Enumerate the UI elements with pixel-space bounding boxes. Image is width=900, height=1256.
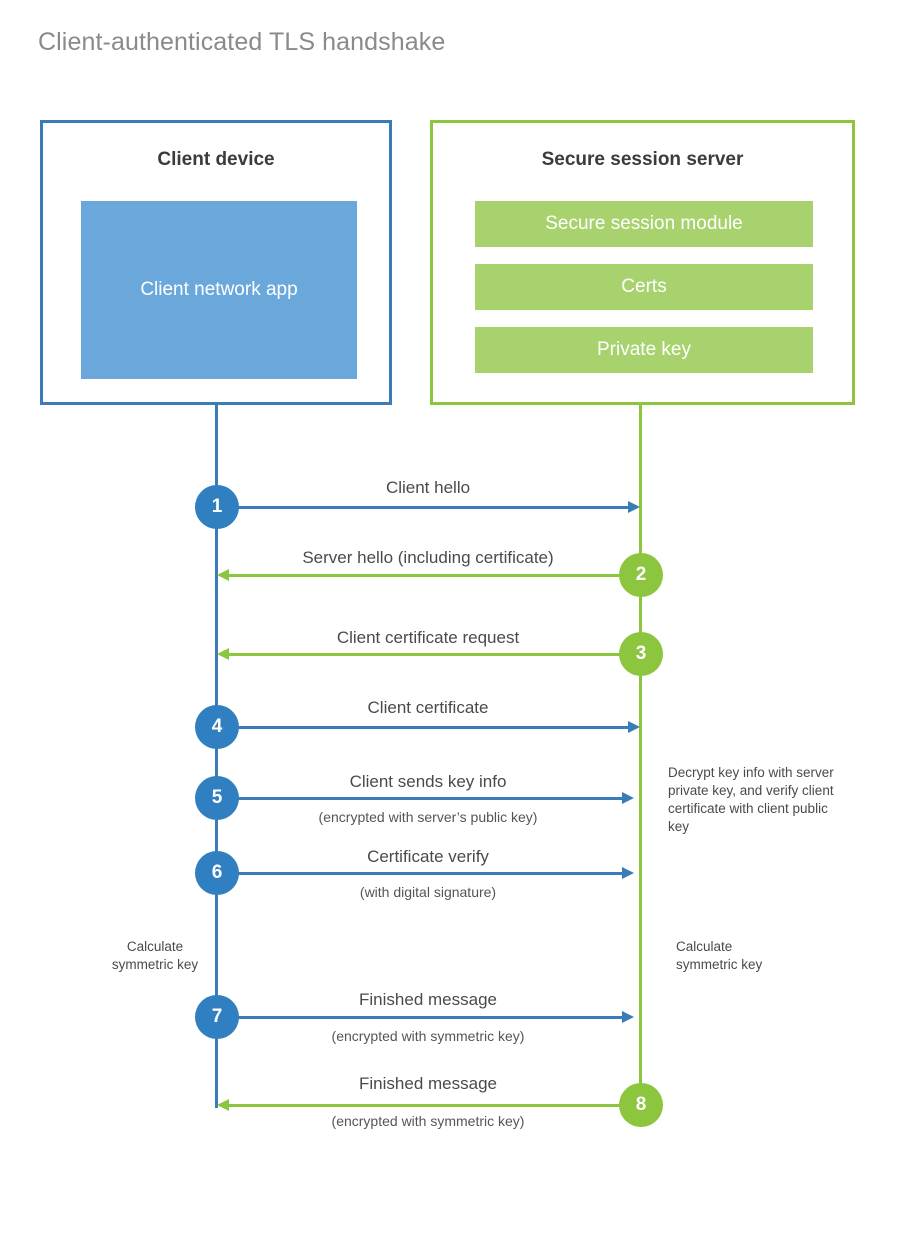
step-4-label: Client certificate (367, 698, 489, 717)
client-network-app-block: Client network app (81, 201, 357, 379)
step-1-label: Client hello (385, 478, 471, 497)
arrowhead-left-icon (217, 648, 229, 660)
client-device-title: Client device (157, 149, 275, 170)
step-2-arrow (217, 569, 629, 581)
arrowhead-left-icon (217, 569, 229, 581)
step-7-label: Finished message (359, 990, 497, 1009)
client-device-box: Client device Client network app (40, 120, 392, 405)
step-3-label: Client certificate request (336, 628, 520, 647)
secure-session-module-block: Secure session module (475, 201, 813, 247)
step-2-label: Server hello (including certificate) (302, 548, 554, 567)
step-5-marker[interactable]: 5 (195, 776, 239, 820)
server-lifeline (639, 404, 642, 1106)
step-3-marker[interactable]: 3 (619, 632, 663, 676)
private-key-block: Private key (475, 327, 813, 373)
arrowhead-left-icon (217, 1099, 229, 1111)
step-7-arrow (217, 1011, 634, 1023)
secure-session-server-box: Secure session server Secure session mod… (430, 120, 855, 405)
step-8-sublabel: (encrypted with symmetric key) (331, 1113, 525, 1129)
step-1-marker[interactable]: 1 (195, 485, 239, 529)
step-5-sublabel: (encrypted with server’s public key) (318, 809, 538, 825)
server-decrypt-note: Decrypt key info with server private key… (668, 765, 834, 834)
client-lifeline (215, 404, 218, 1108)
step-5-arrow (217, 792, 634, 804)
step-8-label: Finished message (359, 1074, 497, 1093)
step-1-arrow (217, 501, 640, 513)
step-5-label: Client sends key info (349, 772, 507, 791)
step-3-arrow (217, 648, 629, 660)
step-6-marker[interactable]: 6 (195, 851, 239, 895)
certs-block: Certs (475, 264, 813, 310)
step-2-marker[interactable]: 2 (619, 553, 663, 597)
secure-session-server-title: Secure session server (541, 149, 744, 170)
step-7-marker[interactable]: 7 (195, 995, 239, 1039)
step-6-arrow (217, 867, 634, 879)
step-4-marker[interactable]: 4 (195, 705, 239, 749)
step-6-sublabel: (with digital signature) (359, 884, 497, 900)
arrowhead-right-icon (628, 721, 640, 733)
arrowhead-right-icon (622, 867, 634, 879)
step-8-arrow (217, 1099, 629, 1111)
step-7-sublabel: (encrypted with symmetric key) (331, 1028, 525, 1044)
step-4-arrow (217, 721, 640, 733)
step-8-marker[interactable]: 8 (619, 1083, 663, 1127)
arrowhead-right-icon (628, 501, 640, 513)
arrowhead-right-icon (622, 1011, 634, 1023)
arrowhead-right-icon (622, 792, 634, 804)
server-calculate-note: Calculate symmetric key (676, 939, 763, 972)
page-title: Client-authenticated TLS handshake (38, 28, 446, 56)
step-6-label: Certificate verify (367, 847, 489, 866)
client-calculate-note: Calculate symmetric key (111, 939, 199, 972)
